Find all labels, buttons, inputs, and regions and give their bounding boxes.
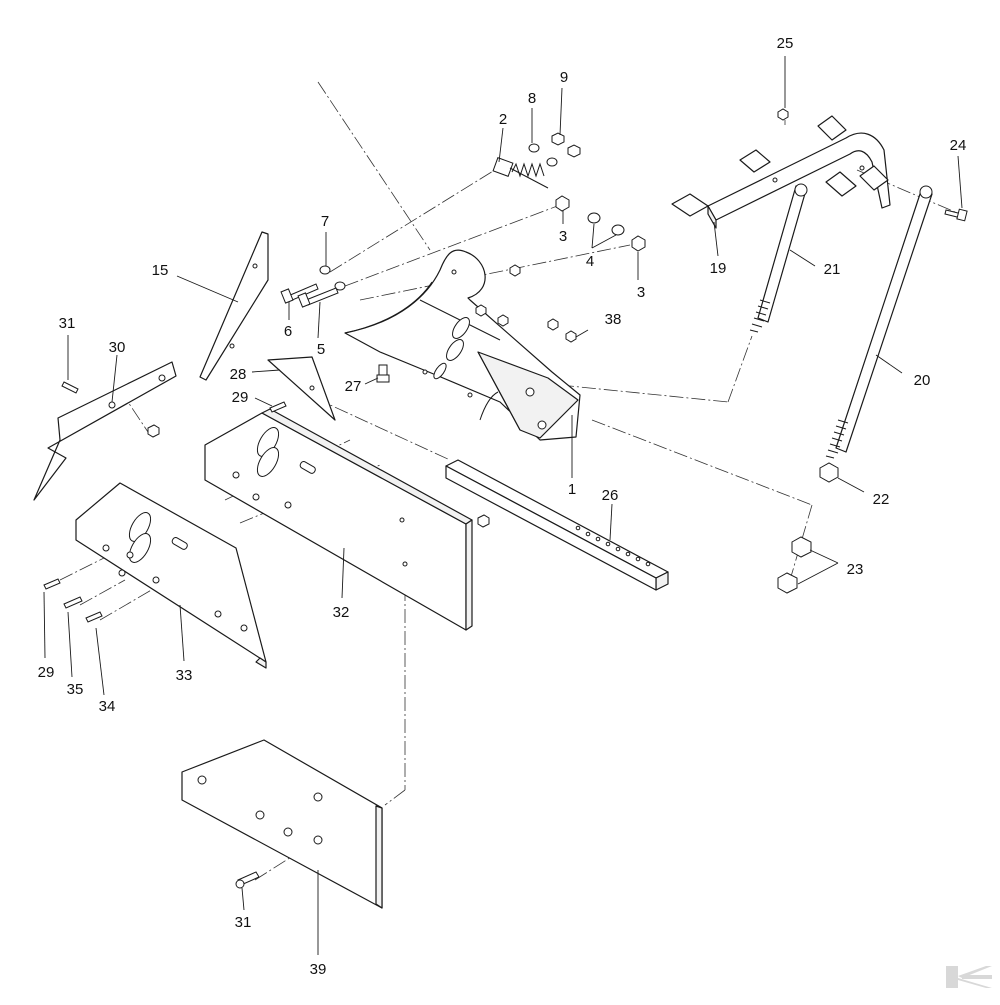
callout-39: 39 — [310, 961, 327, 978]
plate-30 — [33, 361, 177, 501]
plate-15 — [199, 231, 269, 381]
callout-29: 29 — [232, 389, 249, 406]
callout-25: 25 — [777, 35, 794, 52]
callout-32: 32 — [333, 604, 350, 621]
leader-lines — [43, 56, 963, 955]
callout-7: 7 — [321, 213, 329, 230]
bracket-19 — [671, 108, 968, 229]
callout-8: 8 — [528, 90, 536, 107]
callout-33: 33 — [176, 667, 193, 684]
plate-33 — [43, 482, 267, 669]
callout-23: 23 — [847, 561, 864, 578]
callout-31: 31 — [235, 914, 252, 931]
plate-28 — [267, 356, 336, 421]
plate-32 — [204, 408, 490, 631]
hardware — [280, 132, 646, 383]
callout-20: 20 — [914, 372, 931, 389]
beam-26 — [445, 459, 669, 591]
callout-2: 2 — [499, 111, 507, 128]
frame-1 — [344, 249, 581, 441]
callout-3: 3 — [559, 228, 567, 245]
callout-5: 5 — [317, 341, 325, 358]
callout-4: 4 — [586, 253, 594, 270]
callout-28: 28 — [230, 366, 247, 383]
callout-29: 29 — [38, 664, 55, 681]
callout-24: 24 — [950, 137, 967, 154]
callout-26: 26 — [602, 487, 619, 504]
callout-3: 3 — [637, 284, 645, 301]
callout-9: 9 — [560, 69, 568, 86]
callout-1: 1 — [568, 481, 576, 498]
plate-39 — [181, 739, 383, 909]
callout-30: 30 — [109, 339, 126, 356]
callouts: 1 2 3 3 4 5 6 7 8 9 15 19 20 21 22 23 24… — [38, 35, 967, 978]
callout-19: 19 — [710, 260, 727, 277]
rod-21 — [749, 183, 808, 333]
brand-logo-icon — [946, 966, 992, 988]
callout-27: 27 — [345, 378, 362, 395]
callout-6: 6 — [284, 323, 292, 340]
callout-15: 15 — [152, 262, 169, 279]
rod-20 — [777, 185, 933, 594]
callout-35: 35 — [67, 681, 84, 698]
callout-34: 34 — [99, 698, 116, 715]
assembly-centerlines — [59, 81, 956, 881]
callout-31: 31 — [59, 315, 76, 332]
callout-38: 38 — [605, 311, 622, 328]
callout-22: 22 — [873, 491, 890, 508]
callout-21: 21 — [824, 261, 841, 278]
